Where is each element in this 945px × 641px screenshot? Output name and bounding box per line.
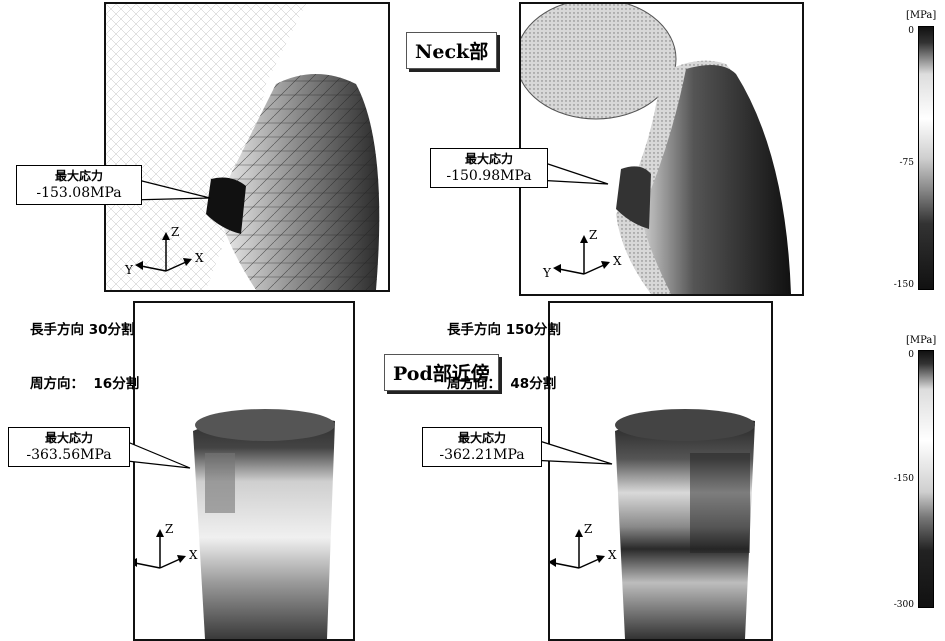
max-stress-label: 最大応力	[44, 431, 93, 445]
circumferential-value: 48分割	[510, 376, 557, 392]
max-stress-label: 最大応力	[54, 169, 103, 183]
mesh-division-fine: 長手方向 150分割 周方向： 48分割	[447, 285, 561, 411]
max-stress-callout: 最大応力 -150.98MPa	[430, 148, 548, 188]
z-axis-label: Z	[165, 523, 173, 536]
circumferential-label: 周方向：	[30, 376, 84, 392]
neck-fine-panel: Z Y X	[519, 2, 804, 296]
max-stress-value: -363.56MPa	[26, 447, 112, 463]
max-stress-value: -150.98MPa	[446, 168, 532, 184]
pod-fine-panel: Z Y X	[548, 301, 773, 641]
callout-pointer	[535, 159, 609, 185]
scale-gradient	[918, 350, 934, 608]
scale-gradient	[918, 26, 934, 290]
longitudinal-label: 長手方向	[447, 322, 501, 338]
scale-tick: -300	[893, 600, 914, 610]
callout-pointer	[129, 177, 211, 201]
neck-section-title: Neck部	[406, 32, 498, 69]
x-axis-label: X	[613, 254, 622, 268]
max-stress-callout: 最大応力 -362.21MPa	[422, 427, 542, 467]
max-stress-callout: 最大応力 -153.08MPa	[16, 165, 142, 205]
neck-coarse-panel: Z Y X	[104, 2, 390, 292]
longitudinal-label: 長手方向	[30, 322, 84, 338]
circumferential-value: 16分割	[93, 376, 140, 392]
coordinate-axes: Z Y X	[550, 523, 617, 569]
pod-coarse-mesh-image	[193, 409, 335, 639]
y-axis-label: Y	[124, 263, 134, 276]
scale-tick: -75	[899, 158, 915, 168]
pod-section-title: Pod部近傍	[384, 354, 499, 391]
scale-tick: -150	[893, 474, 914, 484]
pod-fine-mesh-image	[615, 409, 755, 639]
z-axis-label: Z	[589, 229, 597, 242]
scale-tick: 0	[908, 26, 914, 36]
z-axis-label: Z	[171, 226, 179, 239]
scale-unit: [MPa]	[906, 335, 937, 346]
x-axis-label: X	[195, 251, 204, 265]
scale-tick: 0	[908, 350, 914, 360]
longitudinal-value: 150分割	[505, 322, 561, 338]
max-stress-callout: 最大応力 -363.56MPa	[8, 427, 130, 467]
neck-coarse-mesh-image	[106, 4, 380, 290]
callout-pointer	[529, 437, 613, 465]
max-stress-label: 最大応力	[457, 431, 506, 445]
z-axis-label: Z	[584, 523, 592, 536]
max-stress-value: -153.08MPa	[36, 185, 122, 201]
max-stress-label: 最大応力	[464, 152, 513, 166]
scale-unit: [MPa]	[906, 10, 937, 21]
longitudinal-value: 30分割	[88, 322, 135, 338]
coordinate-axes: Z Y X	[542, 229, 622, 279]
callout-pointer	[117, 437, 191, 469]
scale-tick: -150	[893, 280, 914, 290]
neck-fine-mesh-image	[521, 4, 791, 294]
x-axis-label: X	[189, 548, 198, 562]
circumferential-label: 周方向：	[447, 376, 501, 392]
max-stress-value: -362.21MPa	[439, 447, 525, 463]
mesh-division-coarse: 長手方向 30分割 周方向： 16分割	[30, 285, 139, 411]
x-axis-label: X	[608, 548, 617, 562]
pod-coarse-panel: Z Y X	[133, 301, 355, 641]
y-axis-label: Y	[542, 266, 552, 279]
coordinate-axes: Z Y X	[124, 226, 204, 276]
coordinate-axes: Z Y X	[135, 523, 198, 569]
